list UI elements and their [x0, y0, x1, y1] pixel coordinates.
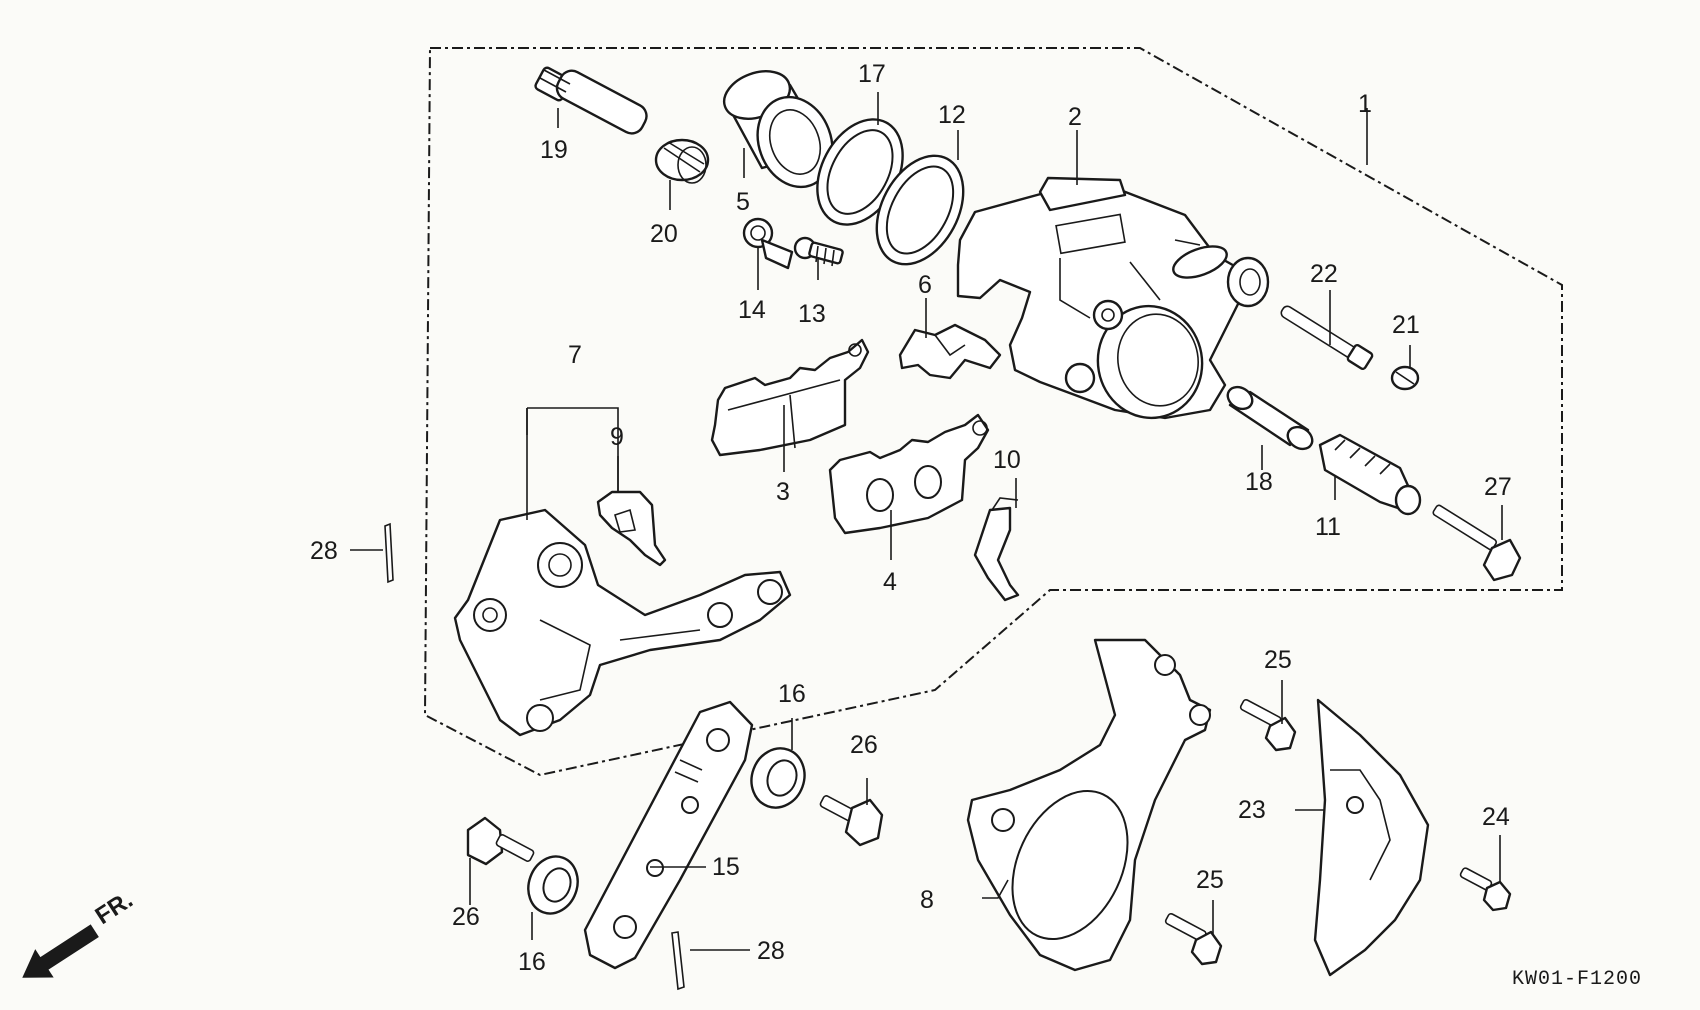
callout-12: 12	[938, 101, 966, 129]
part-27-bolt	[1432, 504, 1522, 582]
callout-7: 7	[568, 341, 582, 369]
part-16-collar-lower	[527, 855, 579, 915]
callout-26a: 26	[850, 731, 878, 759]
part-19-slide-pin	[534, 66, 648, 135]
part-23-disk-guard	[1313, 698, 1430, 977]
part-9-retainer-clip	[596, 490, 667, 567]
caliper-assembly-boundary	[423, 47, 1563, 777]
part-18-sleeve	[1226, 385, 1314, 451]
callout-23: 23	[1238, 796, 1266, 824]
callout-19: 19	[540, 136, 568, 164]
front-arrow-icon	[22, 924, 99, 978]
callout-24: 24	[1482, 803, 1510, 831]
callout-27: 27	[1484, 473, 1512, 501]
part-20-boot	[654, 138, 710, 184]
part-13-bleeder-screw	[793, 236, 844, 267]
front-direction-label: FR.	[91, 886, 138, 930]
part-22-slide-pin	[1280, 305, 1374, 370]
callout-26b: 26	[452, 903, 480, 931]
callout-25a: 25	[1264, 646, 1292, 674]
callout-3: 3	[776, 478, 790, 506]
callout-11: 11	[1315, 513, 1341, 541]
part-26-bolt-lower	[466, 816, 535, 866]
callout-5: 5	[736, 188, 750, 216]
part-2-caliper-body	[956, 176, 1270, 420]
part-24-bolt	[1459, 867, 1512, 912]
callout-22: 22	[1310, 260, 1338, 288]
part-14-bleeder-cap	[742, 217, 794, 270]
callout-6: 6	[918, 271, 932, 299]
part-26-bolt-upper	[819, 795, 884, 847]
part-28-cotter-pin-bottom	[671, 931, 685, 991]
part-10-pad-retainer	[973, 497, 1020, 602]
leader-lines	[350, 92, 1503, 951]
part-25-bolt-lower	[1164, 912, 1223, 966]
callout-14: 14	[738, 296, 766, 324]
callout-18: 18	[1245, 468, 1273, 496]
part-16-collar-upper	[750, 747, 806, 809]
callout-28a: 28	[310, 537, 338, 565]
part-6-pad-spring	[898, 323, 1002, 380]
callout-20: 20	[650, 220, 678, 248]
callout-1: 1	[1358, 90, 1372, 118]
callout-28b: 28	[757, 937, 785, 965]
callout-25b: 25	[1196, 866, 1224, 894]
part-5-piston	[722, 70, 834, 189]
callout-16a: 16	[778, 680, 806, 708]
callout-2: 2	[1068, 103, 1082, 131]
callout-21: 21	[1392, 311, 1420, 339]
callout-13: 13	[798, 300, 826, 328]
part-8-bracket-plate	[966, 638, 1212, 972]
front-direction-arrow	[22, 924, 99, 978]
part-25-bolt-upper	[1239, 698, 1297, 752]
part-21-boot	[1390, 365, 1420, 391]
part-15-torque-link	[583, 700, 754, 970]
callout-10: 10	[993, 446, 1021, 474]
figure-code: KW01-F1200	[1512, 968, 1642, 991]
part-3-brake-pad	[710, 338, 870, 457]
part-7-caliper-bracket	[453, 508, 792, 737]
callout-4: 4	[883, 568, 897, 596]
part-28-cotter-pin-left	[384, 522, 394, 584]
part-11-boot	[1318, 433, 1422, 516]
callout-17: 17	[858, 60, 886, 88]
callout-15: 15	[712, 853, 740, 881]
callout-labels: 1 2 3 4 5 6 7 8 9 10 11 12 13 14 15 16 1…	[310, 60, 1512, 976]
callout-16b: 16	[518, 948, 546, 976]
callout-9: 9	[610, 423, 624, 451]
part-4-brake-pad	[828, 413, 990, 535]
part-12-dust-seal	[875, 154, 965, 266]
callout-8: 8	[920, 886, 934, 914]
part-17-piston-seal	[816, 118, 904, 226]
